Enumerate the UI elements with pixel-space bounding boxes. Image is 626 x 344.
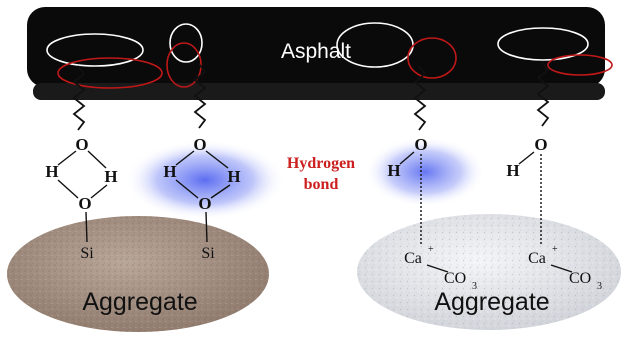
zigzag-chain <box>193 63 207 129</box>
asphalt-chain-oval <box>547 54 613 76</box>
calcium-charge: + <box>428 244 434 255</box>
carbonate-subscript: 3 <box>472 281 477 292</box>
zigzag-chain <box>72 65 86 131</box>
glow-left <box>125 140 285 220</box>
silanol-bonds-left <box>57 150 108 243</box>
calcium: Ca <box>404 250 422 267</box>
bond-line <box>205 211 208 243</box>
silanol-bonds-right <box>175 150 231 243</box>
hydrogen-left: H <box>163 162 176 181</box>
zigzag-chain <box>413 65 427 131</box>
bond-line <box>399 151 415 165</box>
bond-line <box>550 264 573 273</box>
left-aggregate-label: Aggregate <box>82 288 197 316</box>
bond-line <box>518 151 535 165</box>
oxygen-bottom: O <box>78 194 91 213</box>
carbonate-texture <box>357 214 621 330</box>
asphalt-molecule-oval <box>497 27 589 61</box>
hydrogen-right: H <box>227 167 240 186</box>
oxygen-top: O <box>75 135 88 154</box>
calcium-bonds-left <box>399 151 449 273</box>
asphalt-layer: Asphalt <box>27 7 613 100</box>
bond-line <box>426 264 449 273</box>
asphalt-bar-shadow <box>33 83 605 100</box>
bond-line <box>175 150 195 166</box>
asphalt-molecule-oval <box>169 23 203 63</box>
silica-texture <box>7 216 269 332</box>
oxygen: O <box>414 135 427 154</box>
zigzag-chain <box>536 61 550 127</box>
calcium: Ca <box>528 250 546 267</box>
asphalt-label: Asphalt <box>281 40 351 63</box>
carbonate-subscript: 3 <box>597 281 602 292</box>
right-aggregate: Aggregate <box>357 214 621 330</box>
left-aggregate: Aggregate <box>7 216 269 332</box>
bond-line <box>210 184 231 199</box>
asphalt-bar <box>27 7 605 87</box>
oxygen-top: O <box>193 135 206 154</box>
calcium-charge: + <box>552 244 558 255</box>
bond-line <box>205 150 229 169</box>
carbonate: CO <box>444 270 466 287</box>
bond-line <box>57 179 79 199</box>
hydrogen: H <box>506 161 519 180</box>
hydrogen-left: H <box>45 162 58 181</box>
hydrogen-bond-line2: bond <box>304 176 339 193</box>
carbonate: CO <box>569 270 591 287</box>
oxygen-bottom: O <box>198 194 211 213</box>
hydroxyl-calcium-left: O H Ca + CO 3 <box>387 135 477 292</box>
hydrogen-bond-label: Hydrogen bond <box>287 155 355 193</box>
asphalt-chain-oval <box>57 57 163 89</box>
hydroxyl-calcium-right: O H Ca + CO 3 <box>506 135 602 292</box>
right-aggregate-label: Aggregate <box>434 288 549 316</box>
zigzag-chains <box>72 61 550 131</box>
bond-line <box>175 179 199 199</box>
asphalt-chain-oval <box>407 37 457 79</box>
hydrogen: H <box>387 161 400 180</box>
bond-line <box>57 150 77 166</box>
hydrogen-right: H <box>104 167 117 186</box>
asphalt-chain-oval <box>166 42 202 88</box>
bond-line <box>87 150 107 169</box>
silanol-group-right: O H H O Si <box>163 135 240 262</box>
bond-line <box>85 211 88 243</box>
silicon: Si <box>80 245 94 262</box>
silanol-group-left: O H H O Si <box>45 135 117 262</box>
asphalt-molecule-oval <box>46 33 144 67</box>
calcium-bonds-right <box>518 151 573 273</box>
bond-line <box>90 184 108 199</box>
glow-right <box>365 137 485 207</box>
hydrogen-bond-line1: Hydrogen <box>287 155 355 172</box>
oxygen: O <box>534 135 547 154</box>
silicon: Si <box>201 245 215 262</box>
